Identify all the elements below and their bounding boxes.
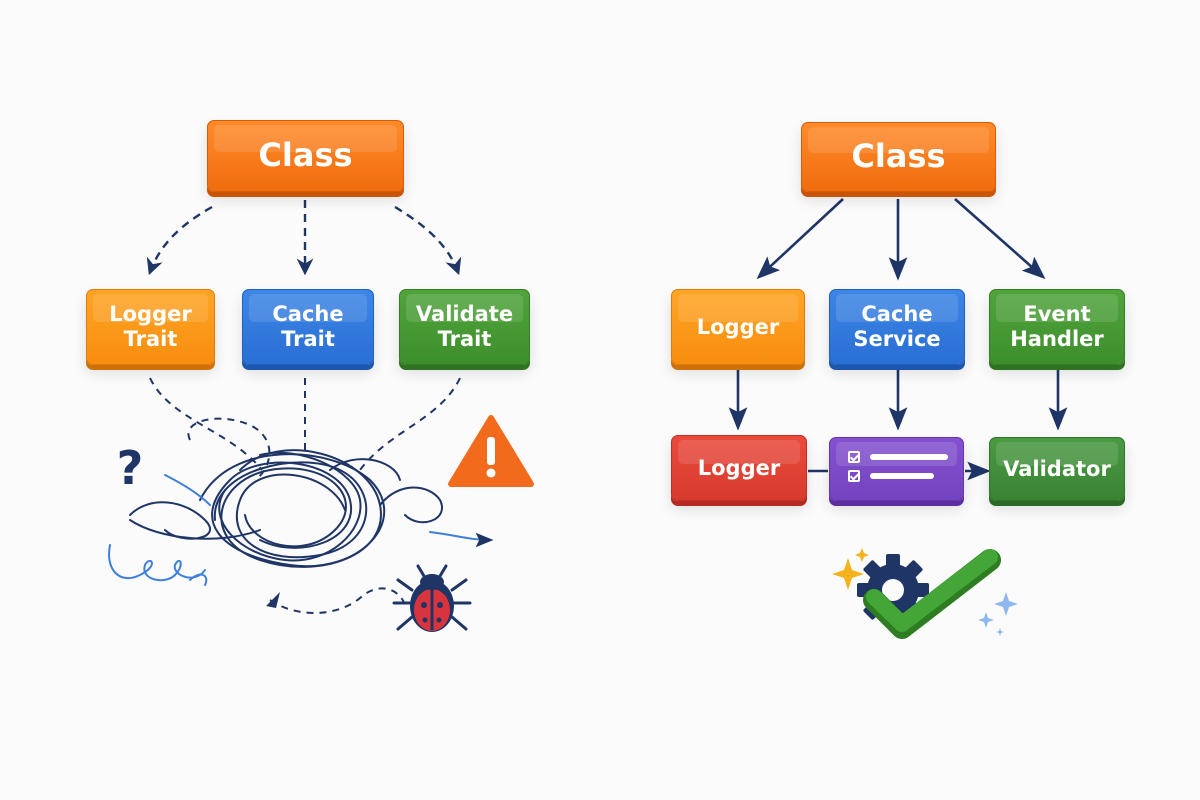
right-solid-arrows: [728, 198, 1068, 481]
arrow-class-to-event-handler: [954, 198, 1046, 280]
validate-trait-label: Validate Trait: [415, 302, 514, 351]
tangle-loop-dashed: [187, 417, 271, 481]
tangle-scribble: [129, 449, 443, 568]
arrow-class-to-validate-trait: [394, 205, 462, 276]
logger-bottom-box: Logger: [671, 435, 807, 501]
checklist-icon: [848, 451, 948, 489]
tangle-light-lines: [108, 474, 494, 586]
validate-trait-box: Validate Trait: [399, 289, 530, 365]
tangle-bottom-arrowhead: [266, 592, 280, 608]
validator-box: Validator: [989, 437, 1125, 501]
logger-trait-label: Logger Trait: [109, 302, 192, 351]
logger-label: Logger: [696, 314, 780, 339]
left-class-label: Class: [258, 136, 353, 175]
logger-trait-box: Logger Trait: [86, 289, 215, 365]
checklist-box: [829, 437, 964, 501]
cache-service-label: Cache Service: [853, 302, 941, 351]
checkmark-icon: [863, 549, 1001, 639]
svg-text:?: ?: [117, 441, 144, 495]
logger-box: Logger: [671, 289, 805, 365]
logger-bottom-label: Logger: [697, 455, 781, 480]
left-class-box: Class: [207, 120, 404, 192]
cache-trait-label: Cache Trait: [272, 302, 344, 351]
event-handler-label: Event Handler: [1010, 302, 1104, 351]
right-class-label: Class: [851, 137, 946, 176]
validate-trait-drop-line: [359, 377, 461, 471]
bug-icon: [392, 564, 472, 632]
sparkle-icon: [832, 548, 1018, 636]
arrow-class-to-logger: [756, 198, 844, 280]
validator-label: Validator: [1003, 456, 1111, 481]
cache-service-box: Cache Service: [829, 289, 965, 365]
arrow-class-to-logger-trait: [146, 205, 213, 276]
left-dashed-arrows: [146, 200, 462, 276]
logger-trait-drop-line: [149, 377, 263, 471]
question-mark-icon: ?: [117, 441, 144, 495]
right-class-box: Class: [801, 122, 996, 192]
left-trait-drop-lines: [149, 377, 461, 614]
warning-icon: [448, 415, 534, 487]
event-handler-box: Event Handler: [989, 289, 1125, 365]
cache-trait-box: Cache Trait: [242, 289, 374, 365]
tangle-bottom-dashed: [269, 587, 406, 614]
